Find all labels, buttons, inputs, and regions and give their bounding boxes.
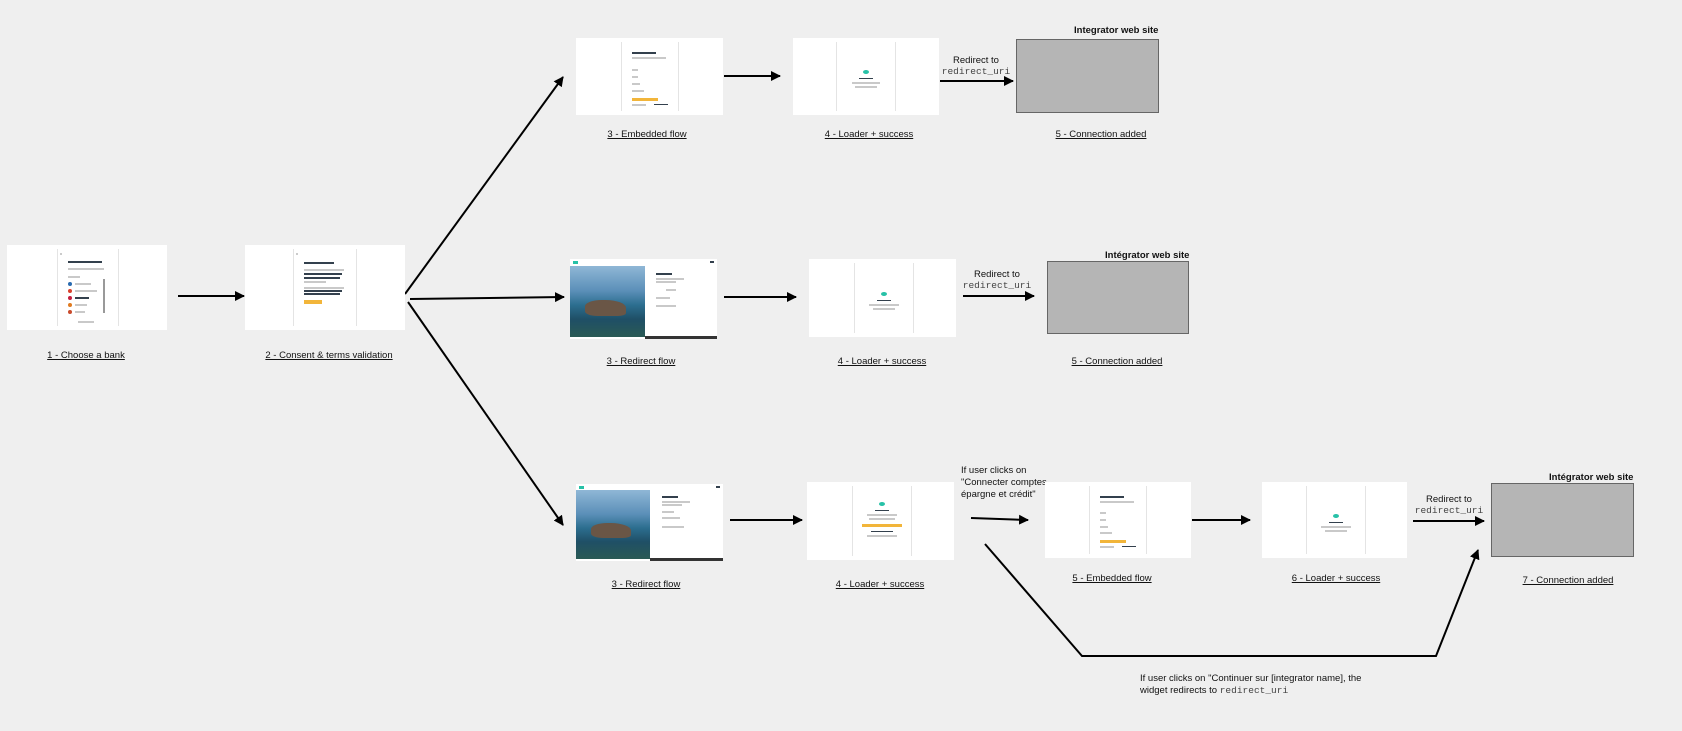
redirect-text: Redirect to bbox=[1426, 494, 1472, 505]
success-icon bbox=[863, 70, 869, 74]
arrow-2-to-top bbox=[404, 76, 564, 295]
success-icon bbox=[1333, 514, 1339, 518]
redirect-photo bbox=[576, 490, 650, 559]
success-icon bbox=[879, 502, 885, 506]
note-continue-uri: redirect_uri bbox=[1219, 685, 1289, 696]
integrator-site-mid bbox=[1047, 261, 1189, 334]
caption-top-loader: 4 - Loader + success bbox=[824, 129, 914, 140]
arrow-bot-4-to-7-continue bbox=[984, 543, 1480, 657]
caption-choose-bank: 1 - Choose a bank bbox=[47, 350, 125, 361]
screen-bot-redirect bbox=[576, 484, 723, 561]
screen-consent bbox=[245, 245, 405, 330]
caption-mid-connection: 5 - Connection added bbox=[1071, 356, 1163, 367]
redirect-label-bot: Redirect to redirect_uri bbox=[1413, 494, 1485, 516]
caption-consent: 2 - Consent & terms validation bbox=[265, 350, 393, 361]
note-savings-credit: If user clicks on "Connecter comptes épa… bbox=[961, 465, 1056, 501]
caption-mid-loader: 4 - Loader + success bbox=[837, 356, 927, 367]
redirect-uri: redirect_uri bbox=[1414, 505, 1484, 516]
screen-mid-redirect bbox=[570, 259, 717, 339]
caption-top-connection: 5 - Connection added bbox=[1055, 129, 1147, 140]
screen-mid-loader bbox=[809, 259, 956, 337]
note-continue-line2-wrap: widget redirects to redirect_uri bbox=[1140, 685, 1400, 697]
screen-choose-bank bbox=[7, 245, 167, 330]
arrow-bot-4-to-5 bbox=[970, 514, 1029, 525]
redirect-uri: redirect_uri bbox=[962, 280, 1032, 291]
redirect-uri: redirect_uri bbox=[941, 66, 1011, 77]
arrow-2-to-mid bbox=[409, 292, 565, 303]
redirect-text: Redirect to bbox=[974, 269, 1020, 280]
note-continue-line2: widget redirects to bbox=[1140, 685, 1218, 696]
success-icon bbox=[881, 292, 887, 296]
screen-bot-loader2 bbox=[1262, 482, 1407, 558]
caption-top-embedded: 3 - Embedded flow bbox=[607, 129, 687, 140]
caption-bot-connection: 7 - Connection added bbox=[1522, 575, 1614, 586]
screen-bot-embedded bbox=[1045, 482, 1191, 558]
site-title-bot: Intégrator web site bbox=[1549, 472, 1634, 483]
caption-bot-loader: 4 - Loader + success bbox=[835, 579, 925, 590]
screen-top-loader bbox=[793, 38, 939, 115]
caption-bot-redirect: 3 - Redirect flow bbox=[611, 579, 681, 590]
note-continue-integrator: If user clicks on "Continuer sur [integr… bbox=[1140, 673, 1400, 697]
caption-bot-embedded: 5 - Embedded flow bbox=[1072, 573, 1152, 584]
redirect-text: Redirect to bbox=[953, 55, 999, 66]
note-continue-line1: If user clicks on "Continuer sur [integr… bbox=[1140, 673, 1362, 684]
screen-top-embedded bbox=[576, 38, 723, 115]
note-savings-line2: "Connecter comptes bbox=[961, 477, 1047, 488]
integrator-site-bot bbox=[1491, 483, 1634, 557]
redirect-label-mid: Redirect to redirect_uri bbox=[961, 269, 1033, 291]
redirect-label-top: Redirect to redirect_uri bbox=[940, 55, 1012, 77]
screen-bot-loader bbox=[807, 482, 954, 560]
arrow-2-to-bot bbox=[407, 301, 564, 526]
redirect-photo bbox=[570, 266, 645, 337]
site-title-top: Integrator web site bbox=[1074, 25, 1159, 36]
note-savings-line1: If user clicks on bbox=[961, 465, 1027, 476]
caption-bot-loader2: 6 - Loader + success bbox=[1291, 573, 1381, 584]
note-savings-line3: épargne et crédit" bbox=[961, 489, 1036, 500]
site-title-mid: Intégrator web site bbox=[1105, 250, 1190, 261]
integrator-site-top bbox=[1016, 39, 1159, 113]
caption-mid-redirect: 3 - Redirect flow bbox=[606, 356, 676, 367]
